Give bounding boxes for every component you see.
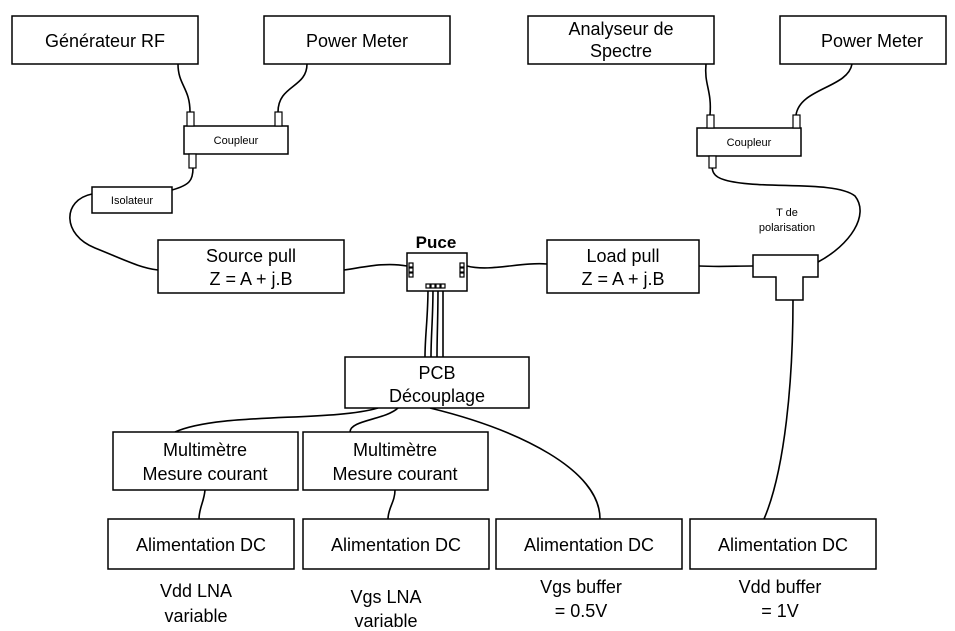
power-meter-left-box: Power Meter (263, 15, 451, 65)
pcb-function-label: Découplage (389, 386, 485, 406)
right-coupler: Coupleur (696, 114, 802, 169)
bias-tee-label-line1: T de (776, 207, 798, 219)
supply-4-caption-line1: Vdd buffer (739, 577, 822, 597)
multimeter-2-label: Multimètre (353, 440, 437, 460)
power-meter-left-label: Power Meter (306, 31, 408, 51)
power-supply-2: Alimentation DC (302, 518, 490, 570)
spectrum-analyzer-label-line1: Analyseur de (568, 19, 673, 39)
pcb-label: PCB (418, 363, 455, 383)
supply-captions: Vdd LNA variable Vgs LNA variable Vgs bu… (160, 577, 821, 631)
supply-1-caption-line1: Vdd LNA (160, 581, 232, 601)
left-coupler-label: Coupleur (214, 135, 259, 147)
supply-4-caption-line2: = 1V (761, 601, 799, 621)
rf-generator-label: Générateur RF (45, 31, 165, 51)
load-pull-impedance: Z = A + j.B (581, 269, 664, 289)
source-pull-box: Source pull Z = A + j.B (157, 239, 345, 294)
multimeter-2-function: Mesure courant (332, 464, 457, 484)
power-supply-1-label: Alimentation DC (136, 535, 266, 555)
power-supply-4: Alimentation DC (689, 518, 877, 570)
left-coupler: Coupleur (183, 111, 289, 169)
pcb-box: PCB Découplage (344, 356, 530, 409)
load-pull-label: Load pull (586, 246, 659, 266)
power-supply-4-label: Alimentation DC (718, 535, 848, 555)
bias-tee-label-line2: polarisation (759, 222, 815, 234)
spectrum-analyzer-label-line2: Spectre (590, 41, 652, 61)
supply-1-caption-line2: variable (164, 606, 227, 626)
source-pull-impedance: Z = A + j.B (209, 269, 292, 289)
multimeter-1-function: Mesure courant (142, 464, 267, 484)
source-pull-label: Source pull (206, 246, 296, 266)
supply-2-caption-line1: Vgs LNA (350, 587, 421, 607)
multimeter-2: Multimètre Mesure courant (302, 431, 489, 491)
multimeter-1: Multimètre Mesure courant (112, 431, 299, 491)
supply-3-caption-line1: Vgs buffer (540, 577, 622, 597)
supply-3-caption-line2: = 0.5V (555, 601, 608, 621)
supply-2-caption-line2: variable (354, 611, 417, 631)
power-meter-right-box: Power Meter (779, 15, 947, 65)
load-pull-box: Load pull Z = A + j.B (546, 239, 700, 294)
multimeter-1-label: Multimètre (163, 440, 247, 460)
chip: Puce (406, 233, 468, 292)
chip-label: Puce (416, 233, 457, 252)
cables (69, 63, 861, 520)
power-supply-3: Alimentation DC (495, 518, 683, 570)
power-supply-1: Alimentation DC (107, 518, 295, 570)
spectrum-analyzer-box: Analyseur de Spectre (527, 15, 715, 65)
bias-tee: T de polarisation (752, 207, 819, 301)
isolator: Isolateur (91, 186, 173, 214)
isolator-label: Isolateur (111, 195, 154, 207)
rf-generator-box: Générateur RF (11, 15, 199, 65)
power-meter-right-label: Power Meter (821, 31, 923, 51)
right-coupler-label: Coupleur (727, 137, 772, 149)
power-supply-2-label: Alimentation DC (331, 535, 461, 555)
power-supply-3-label: Alimentation DC (524, 535, 654, 555)
